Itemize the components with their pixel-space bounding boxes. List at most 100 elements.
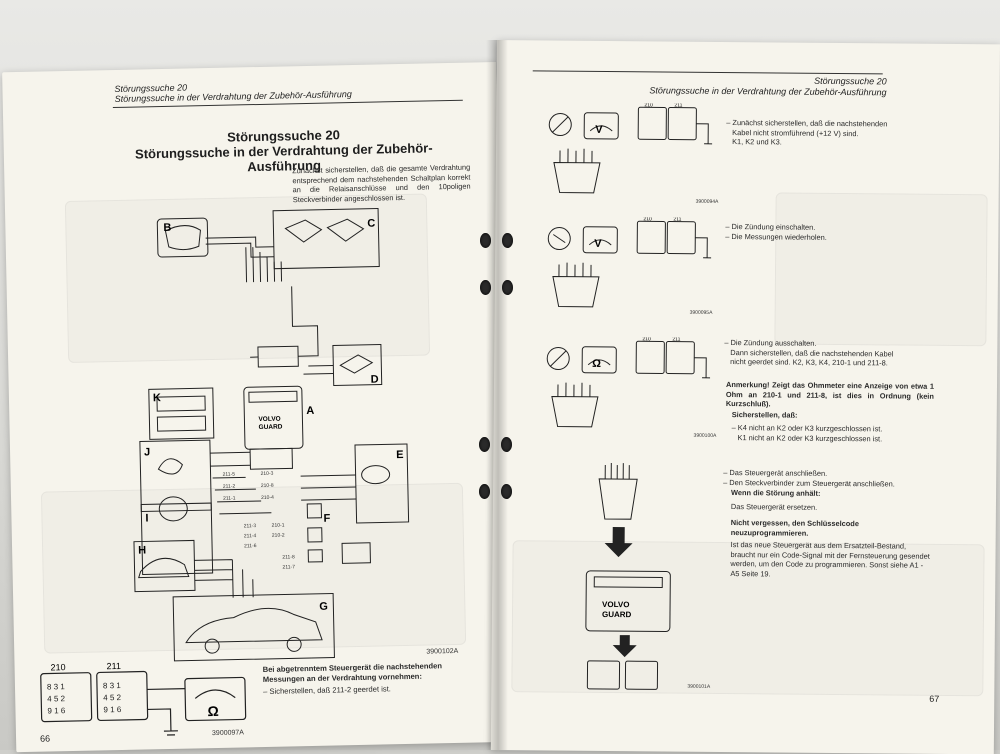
step3-note: Anmerkung! Zeigt das Ohmmeter eine Anzei… (725, 380, 935, 409)
ten-pin-connector (552, 275, 600, 308)
wire-label: 211-2 (223, 484, 236, 490)
step2-text: – Die Zündung einschalten. – Die Messung… (725, 222, 925, 243)
step2-line: – Die Messungen wiederholen. (725, 231, 827, 242)
relay-6 (307, 527, 323, 543)
wire-label: 210-1 (272, 523, 285, 529)
book-gutter (486, 40, 508, 750)
step1-measurement-diagram: V 210 211 (548, 102, 713, 194)
label-k: K (153, 392, 161, 404)
wire-label: 211-8 (282, 554, 295, 560)
component-g-box (172, 593, 335, 662)
label-h: H (138, 544, 146, 556)
right-page: Störungssuche 20 Störungssuche in der Ve… (490, 40, 1000, 754)
step3-code: 3900100A (693, 432, 717, 439)
label-g: G (319, 601, 328, 613)
volvo-guard-unit (585, 570, 671, 632)
svg-text:8 3 1: 8 3 1 (47, 682, 66, 691)
label-d: D (371, 374, 379, 386)
svg-text:4 5 2: 4 5 2 (47, 694, 66, 703)
unit-brand-guard: GUARD (602, 610, 632, 619)
label-e: E (396, 449, 404, 461)
step1-line: K1, K2 und K3. (732, 137, 782, 147)
car-front-icon (138, 557, 190, 579)
component-k-box (148, 387, 215, 440)
binder-hole (479, 484, 490, 499)
voltmeter-icon (582, 226, 618, 254)
step2-measurement-diagram: V 210 211 (547, 216, 712, 308)
step3-line: nicht geerdet sind. K2, K3, K4, 210-1 un… (730, 357, 888, 368)
step1-code: 3900094A (695, 198, 719, 205)
ignition-key-icon (546, 347, 570, 371)
wire-label: 211-4 (244, 533, 257, 539)
wiring-diagram-lower: H G (133, 539, 335, 662)
ohmmeter-icon (581, 346, 617, 374)
step4-connection-diagram: VOLVO GUARD (585, 463, 671, 690)
binder-hole (502, 233, 513, 248)
voltmeter-symbol: V (594, 238, 602, 250)
intro-paragraph: Zunächst sicherstellen, daß die gesamte … (292, 162, 471, 205)
instruction-heading: Bei abgetrenntem Steuergerät die nachste… (262, 661, 443, 684)
connector-211 (665, 341, 695, 375)
step3-text: – Die Zündung ausschalten. Dann sicherst… (724, 338, 924, 369)
car-side-icon (185, 607, 323, 644)
persist-heading: Wenn die Störung anhält: (731, 488, 821, 498)
connector-211 (667, 107, 697, 141)
step4-text: – Das Steuergerät anschließen. – Den Ste… (723, 468, 933, 489)
connector-label-211: 211 (106, 661, 121, 671)
ensure-heading: Sicherstellen, daß: (731, 410, 798, 420)
connector-210 (635, 340, 665, 374)
reprogram-info: Ist das neue Steuergerät aus dem Ersatzt… (730, 540, 930, 579)
label-f: F (323, 513, 330, 525)
ohm-symbol: Ω (592, 358, 601, 370)
unit-connector (249, 447, 293, 470)
wire-label: 211-7 (282, 564, 295, 570)
voltmeter-symbol: V (595, 124, 603, 136)
wire-label: 210-2 (272, 533, 285, 539)
component-c-box (272, 207, 380, 270)
left-page: Störungssuche 20 Störungssuche in der Ve… (2, 62, 511, 753)
wire-bundle-top (205, 236, 283, 283)
connector-210 (636, 220, 666, 254)
battery-icon (341, 542, 371, 564)
bleed-through-shadow (774, 192, 988, 347)
svg-text:9 1 6: 9 1 6 (103, 705, 122, 714)
connector-211 (624, 660, 659, 690)
wire-label: 210-8 (261, 483, 274, 489)
component-e-box (354, 443, 410, 524)
connector-label-210: 210 (50, 662, 65, 672)
svg-text:8 3 1: 8 3 1 (103, 681, 122, 690)
relay-icon (284, 218, 365, 243)
ohmmeter-icon (184, 676, 247, 722)
binder-hole (480, 280, 491, 295)
page-header-subtitle: Störungssuche in der Verdrahtung der Zub… (649, 85, 887, 98)
connector-label-210: 210 (643, 216, 652, 222)
unit-brand-volvo: VOLVO (602, 600, 629, 609)
binder-hole (479, 437, 490, 452)
ten-pin-connector (598, 478, 638, 520)
wire-label: 210-4 (261, 495, 274, 501)
connector-211 (96, 670, 149, 722)
connector-211 (666, 221, 696, 255)
reprogram-warning: Nicht vergessen, den Schlüsselcode neuzu… (730, 518, 859, 538)
keypad-icon (164, 225, 201, 251)
svg-text:4 5 2: 4 5 2 (103, 693, 122, 702)
relay-2 (306, 503, 323, 519)
component-j-box (139, 439, 212, 513)
ohm-symbol: Ω (207, 703, 219, 719)
wire-label: 211-3 (244, 523, 257, 529)
page-number-right: 67 (929, 693, 940, 704)
svg-text:9 1 6: 9 1 6 (47, 706, 66, 715)
ignition-key-icon (548, 113, 572, 137)
connector-210 (40, 672, 93, 723)
connector-label-210: 210 (642, 336, 651, 342)
wire-bundle-middle (210, 451, 272, 515)
connector-210 (637, 106, 667, 140)
component-b-box (156, 217, 209, 258)
arrow-down-icon (612, 635, 637, 658)
ten-pin-connector (553, 161, 601, 194)
connector-label-211: 211 (672, 337, 680, 343)
arrow-down-icon (604, 527, 633, 558)
ensure-item: K1 nicht an K2 oder K3 kurzgeschlossen i… (737, 432, 883, 443)
connector-measurement-diagram: 8 3 14 5 29 1 6 8 3 14 5 29 1 6 210 211 … (40, 661, 247, 736)
connector-label-211: 211 (673, 217, 681, 223)
